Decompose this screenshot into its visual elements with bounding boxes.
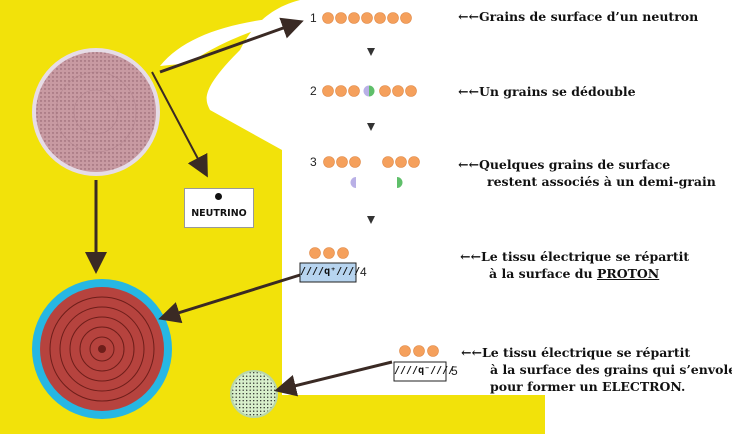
white-swoosh <box>160 16 300 66</box>
step-2-number: 2 <box>310 84 317 98</box>
step-5-label: ←←Le tissu électrique se répartit à la s… <box>461 345 732 394</box>
double-arrow-left-icon: ←← <box>458 157 479 172</box>
step-4-label: ←←Le tissu électrique se répartit à la s… <box>460 249 690 281</box>
charge-box-negative <box>393 361 447 382</box>
arrow-charge-to-electron <box>274 360 393 397</box>
step4-grains <box>309 247 349 259</box>
step5-grains <box>399 345 439 357</box>
arrow-neutron-to-neutrino <box>151 71 208 178</box>
electron-sphere <box>230 370 278 418</box>
step-down-arrows <box>367 48 375 224</box>
arrow-charge-to-proton <box>158 273 301 324</box>
charge-box-positive-text: ////q⁺//// <box>300 266 361 277</box>
proton-core <box>40 287 164 411</box>
double-arrow-left-icon: ←← <box>461 345 482 360</box>
step2-grains <box>322 85 417 97</box>
step-3-number: 3 <box>310 155 317 169</box>
neutrino-dot <box>215 193 222 200</box>
step-4-number: 4 <box>360 265 367 279</box>
neutrino-box: NEUTRINO <box>184 188 254 228</box>
step-5-number: 5 <box>451 364 458 378</box>
step-1-label: ←←Grains de surface d’un neutron <box>458 9 699 24</box>
arrow-neutron-to-grains <box>159 17 304 74</box>
double-arrow-left-icon: ←← <box>458 9 479 24</box>
double-arrow-left-icon: ←← <box>460 249 481 264</box>
step-3-label: ←←Quelques grains de surface restent ass… <box>458 157 716 189</box>
step-2-label: ←←Un grains se dédouble <box>458 84 636 99</box>
neutrino-label: NEUTRINO <box>191 208 247 219</box>
step3-grains <box>323 156 420 188</box>
step-1-number: 1 <box>310 11 317 25</box>
proton-emphasis: PROTON <box>596 266 660 281</box>
double-arrow-left-icon: ←← <box>458 84 479 99</box>
charge-box-negative-text: ////q⁻//// <box>394 365 455 376</box>
charge-box-positive <box>299 262 357 283</box>
neutron-sphere <box>32 48 160 176</box>
step1-grains <box>322 12 412 24</box>
